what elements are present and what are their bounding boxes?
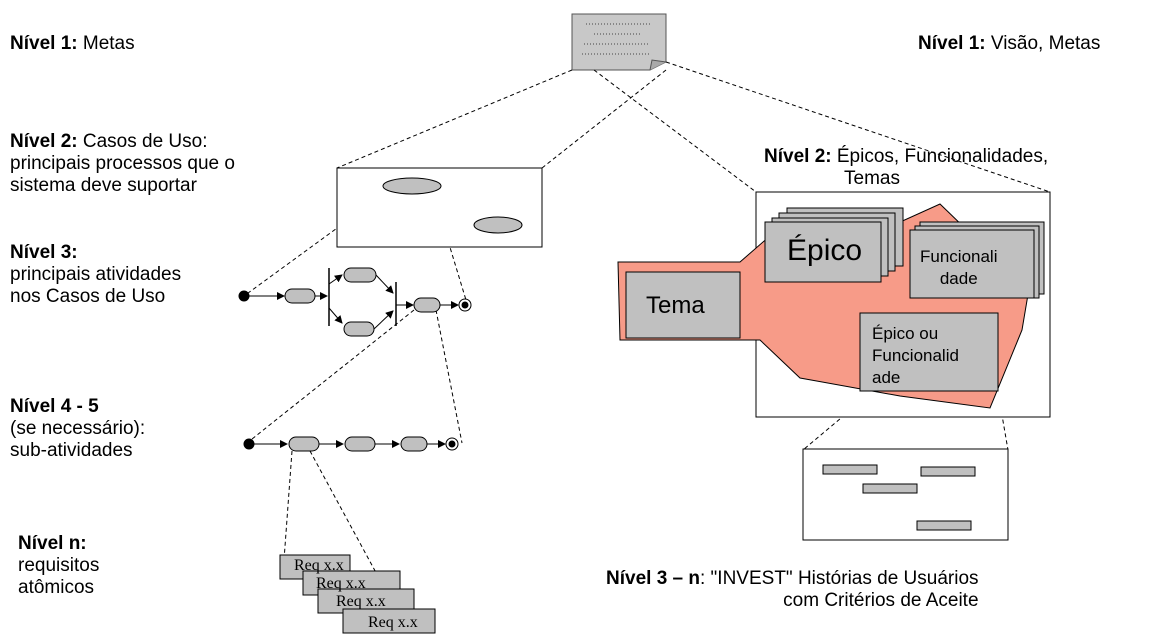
label-right-level2-epics: Nível 2: Épicos, Funcionalidades, Temas (764, 146, 1049, 189)
story-bar (862, 483, 918, 494)
requirement-cards (279, 554, 436, 634)
vision-document-icon (571, 13, 667, 71)
story-bar (916, 520, 972, 531)
req-card-label: Req x.x (294, 557, 344, 574)
epico-ou-funcionalidade-box (859, 312, 999, 392)
label-level2-use-cases: Nível 2: Casos de Uso: principais proces… (10, 131, 235, 196)
use-case-oval (473, 216, 523, 234)
tema-label: Tema (646, 292, 705, 319)
label-level45-subactivities: Nível 4 - 5 (se necessário): sub-ativida… (10, 396, 146, 461)
funcionalidade-stack (909, 221, 1045, 299)
story-bar (822, 464, 878, 475)
label-level3-activities: Nível 3: principais atividades nos Casos… (10, 242, 182, 307)
label-leveln-atomic: Nível n: requisitos atômicos (18, 533, 100, 598)
req-card (342, 608, 436, 634)
label-level1-metas: Nível 1: Metas (10, 33, 135, 54)
tema-box (625, 271, 741, 339)
user-stories-box (802, 448, 1009, 541)
use-case-oval (382, 177, 442, 195)
req-card-label: Req x.x (336, 593, 386, 610)
funcionalidade-label: Funcionali dade (920, 247, 998, 288)
activity-diagram (238, 267, 472, 337)
req-card-label: Req x.x (316, 575, 366, 592)
story-bar (920, 466, 976, 477)
sub-activity-diagram (243, 436, 459, 452)
epico-stack (764, 207, 904, 283)
label-right-level3-stories: Nível 3 – n: "INVEST" Histórias de Usuár… (606, 568, 979, 611)
label-right-level1-vision: Nível 1: Visão, Metas (918, 33, 1101, 54)
epico-ou-funcionalidade-label: Épico ou Funcionalid ade (872, 324, 959, 387)
use-case-box (336, 167, 543, 248)
epico-label: Épico (787, 234, 863, 267)
req-card-label: Req x.x (368, 614, 418, 631)
